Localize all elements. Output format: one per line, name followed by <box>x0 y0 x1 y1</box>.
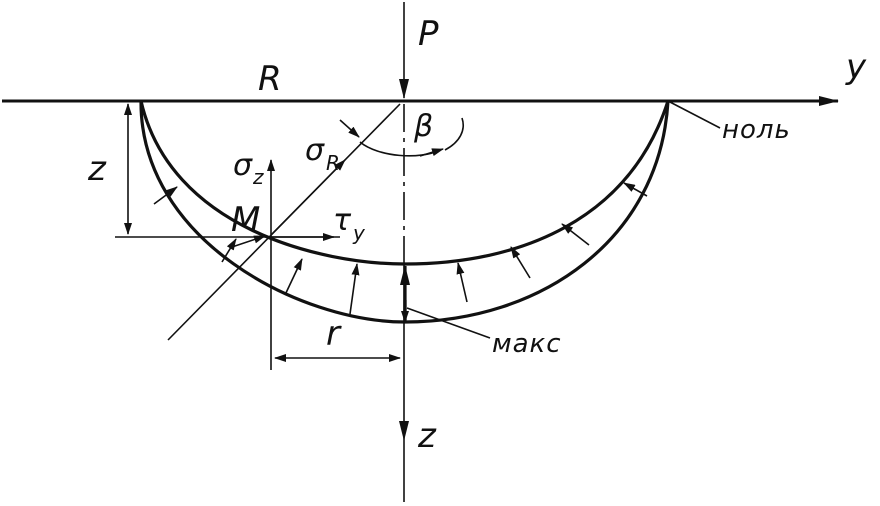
stress-arrow <box>456 262 468 303</box>
z-axis-label: z <box>417 416 437 456</box>
zero-note: ноль <box>722 115 791 145</box>
point-m-arrow <box>231 235 266 248</box>
radius-tick-arrow <box>339 119 360 138</box>
stress-arrow <box>284 258 303 296</box>
sigma-z-label: σ <box>233 148 253 183</box>
y-axis-label: y <box>845 47 867 87</box>
stress-arrow <box>510 246 531 279</box>
point-m-label: M <box>231 200 260 240</box>
sigma-z-subscript: z <box>252 165 264 189</box>
stress-arrow <box>561 223 590 246</box>
stress-arrow <box>349 263 360 315</box>
stress-arrow <box>153 186 178 205</box>
inner-stress-curve <box>139 100 670 266</box>
zero-leader <box>667 100 721 129</box>
max-leader <box>406 307 491 339</box>
tau-label: τ <box>333 203 352 238</box>
sigma-r-vector <box>270 159 346 236</box>
stress-arrow <box>221 238 237 263</box>
stress-arrow <box>623 182 648 197</box>
angle-label: β <box>413 109 433 144</box>
angle-tick <box>444 117 464 151</box>
angle-arrow <box>419 148 444 157</box>
radius-label: R <box>258 59 282 99</box>
sigma-r-label: σ <box>305 133 325 168</box>
max-note: макс <box>492 329 562 359</box>
depth-label: z <box>87 149 107 189</box>
offset-label: r <box>326 314 342 354</box>
tau-subscript: y <box>352 221 366 245</box>
sigma-r-subscript: R <box>326 151 340 175</box>
force-label: P <box>418 14 439 54</box>
